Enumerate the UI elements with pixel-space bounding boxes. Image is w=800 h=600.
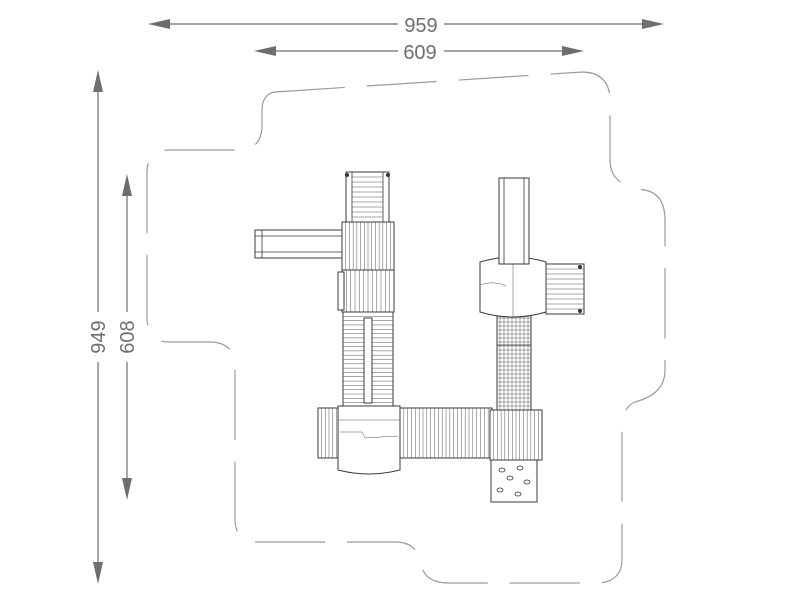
left-bridge <box>342 311 394 408</box>
bottom-left-block <box>317 407 341 459</box>
climbing-wall <box>490 459 538 503</box>
dimension-outer-height: 949 <box>88 70 110 584</box>
dimension-outer-width: 959 <box>148 15 664 37</box>
outer-width-label: 959 <box>404 15 437 37</box>
bottom-right-deck <box>489 409 543 461</box>
dimension-inner-height: 608 <box>117 174 139 500</box>
left-tower-wall <box>337 269 395 313</box>
right-side-ladder <box>545 263 585 315</box>
right-tower-roof <box>479 256 547 318</box>
right-tower-slide <box>498 177 530 265</box>
dimension-inner-width: 609 <box>254 42 584 64</box>
net-tunnel <box>496 311 532 411</box>
bottom-left-tower-roof <box>337 405 401 475</box>
bottom-bridge <box>399 407 493 459</box>
top-ladder <box>345 171 390 223</box>
outer-height-label: 949 <box>88 320 110 353</box>
left-slide <box>254 229 346 259</box>
inner-height-label: 608 <box>117 320 139 353</box>
left-tower-deck-upper <box>341 221 395 271</box>
safety-zone-outline <box>146 71 666 584</box>
inner-width-label: 609 <box>403 42 436 64</box>
